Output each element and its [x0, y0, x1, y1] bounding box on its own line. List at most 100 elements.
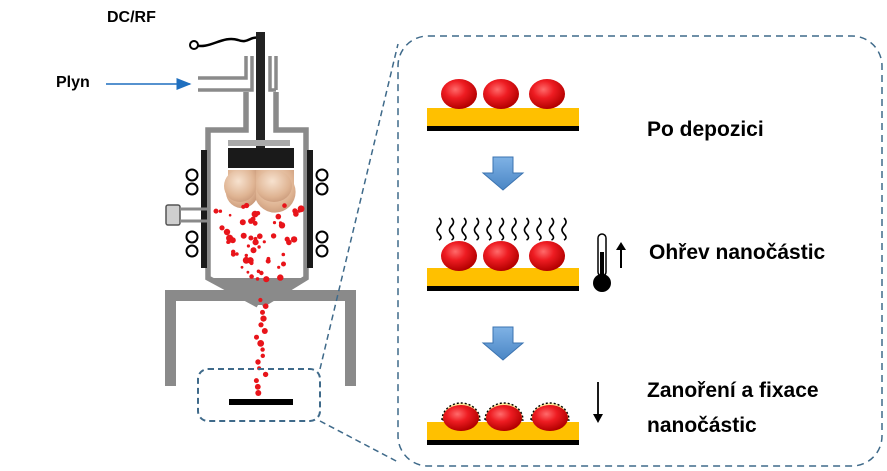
- nanoparticle-dot: [258, 297, 263, 303]
- nanoparticle-dot: [262, 371, 269, 378]
- up-arrow-icon: [616, 242, 626, 268]
- nanoparticle-dot: [255, 390, 262, 396]
- substrate-gold: [427, 108, 579, 126]
- nanoparticle: [483, 79, 519, 109]
- nanoparticle-dot: [231, 249, 236, 254]
- nanoparticle-dot: [262, 303, 269, 310]
- nanoparticle-dot: [270, 233, 277, 239]
- zoom-connector-top: [319, 43, 399, 370]
- nanoparticle-dot: [218, 209, 223, 213]
- deposition-chamber: [165, 290, 356, 386]
- nanoparticle-dot: [252, 239, 259, 246]
- nanoparticle-dot: [246, 270, 250, 274]
- nanoparticle-dot: [277, 265, 281, 269]
- power-terminal: [189, 40, 199, 50]
- nanoparticle-dot: [297, 209, 302, 213]
- nanoparticle-dot: [272, 221, 277, 225]
- nanoparticle-dot: [277, 274, 284, 281]
- nanoparticle-dot: [213, 208, 219, 214]
- side-port: [165, 204, 208, 226]
- substrate-base: [427, 126, 579, 131]
- nanoparticle-dot: [281, 252, 286, 257]
- nanoparticle-dot: [260, 309, 265, 315]
- process-arrow-1: [481, 156, 525, 191]
- step3-label-line2: nanočástic: [647, 414, 757, 437]
- nanoparticle-dot: [254, 383, 261, 390]
- nanoparticle-dot: [257, 245, 261, 249]
- nanoparticle-dot: [260, 347, 265, 352]
- nanoparticle-dot: [248, 235, 254, 241]
- nanoparticle-dot: [226, 239, 231, 244]
- step3-label-line1: Zanoření a fixace: [647, 379, 819, 402]
- nanoparticle-dot: [253, 378, 259, 384]
- nanoparticle-dot: [290, 236, 298, 243]
- magnetron-head: [228, 148, 294, 168]
- nanoparticle-dot: [235, 252, 239, 256]
- substrate-holder: [229, 399, 293, 405]
- target-erosion-right: [256, 170, 292, 202]
- step2-label: Ohřev nanočástic: [649, 241, 826, 264]
- step-embedding: [427, 382, 603, 445]
- nanoparticle-dot: [259, 270, 264, 276]
- chamber-top-plate: [228, 140, 290, 146]
- nanoparticle: [443, 405, 479, 431]
- nanoparticle-dot: [239, 219, 246, 226]
- nanoparticle-dot: [219, 225, 225, 231]
- nanoparticle-dot: [257, 233, 263, 239]
- substrate-gold: [427, 268, 579, 286]
- substrate-base: [427, 286, 579, 291]
- nanoparticle-dot: [247, 257, 254, 264]
- nanoparticle: [483, 241, 519, 271]
- nanoparticle-dot: [244, 253, 248, 258]
- thermometer-icon: [593, 233, 611, 292]
- nanoparticle: [532, 405, 568, 431]
- nanoparticle-dot: [229, 237, 236, 244]
- nanoparticle-dot: [278, 222, 286, 229]
- nanoparticle: [529, 241, 565, 271]
- process-arrow-2: [481, 326, 525, 361]
- nanoparticle-dot: [282, 203, 287, 208]
- step1-label: Po depozici: [647, 118, 764, 141]
- nanoparticle-dot: [246, 244, 250, 248]
- nanoparticle-dot: [253, 236, 258, 241]
- step-heating: [427, 217, 626, 292]
- heat-waves-icon: [436, 217, 567, 241]
- nanoparticle-dot: [228, 213, 232, 217]
- nanoparticle-dot: [260, 353, 265, 358]
- nanoparticle-dot: [249, 274, 254, 279]
- nanoparticle-dot: [275, 213, 282, 220]
- nanoparticle-dot: [248, 218, 254, 224]
- nanoparticle-dot: [255, 359, 261, 365]
- nanoparticle: [486, 405, 522, 431]
- nanoparticle-dot: [260, 315, 267, 322]
- nanoparticle-dot: [223, 228, 231, 236]
- zoom-connector-bottom: [319, 420, 399, 463]
- nanoparticle-dot: [255, 211, 261, 216]
- down-arrow-icon: [593, 382, 603, 423]
- nanoparticle-dot: [293, 211, 299, 217]
- nanoparticle-dot: [252, 220, 258, 226]
- nanoparticle-dot: [266, 256, 271, 261]
- step-after-deposition: [427, 79, 579, 131]
- nanoparticle-dot: [262, 240, 266, 244]
- nanoparticle: [529, 79, 565, 109]
- nanoparticle-beam: [213, 202, 305, 396]
- target-erosion-left: [224, 170, 256, 202]
- nanoparticle: [441, 79, 477, 109]
- nanoparticle-dot: [281, 261, 286, 267]
- nanoparticle-dot: [257, 340, 265, 347]
- jacket-right: [307, 150, 313, 268]
- gas-label: Plyn: [56, 74, 90, 91]
- nanoparticle-dot: [255, 277, 260, 281]
- nanoparticle-dot: [244, 202, 250, 209]
- deposition-apparatus: [165, 32, 356, 422]
- nanoparticle-dot: [258, 322, 264, 328]
- nanoparticle-dot: [263, 276, 270, 283]
- nanoparticle-dot: [261, 328, 268, 334]
- substrate-base: [427, 440, 579, 445]
- nanoparticle-dot: [254, 334, 259, 340]
- nanoparticle-dot: [286, 239, 292, 246]
- nanoparticle: [441, 241, 477, 271]
- nanoparticle-dot: [250, 247, 257, 254]
- zoom-region: [197, 368, 321, 422]
